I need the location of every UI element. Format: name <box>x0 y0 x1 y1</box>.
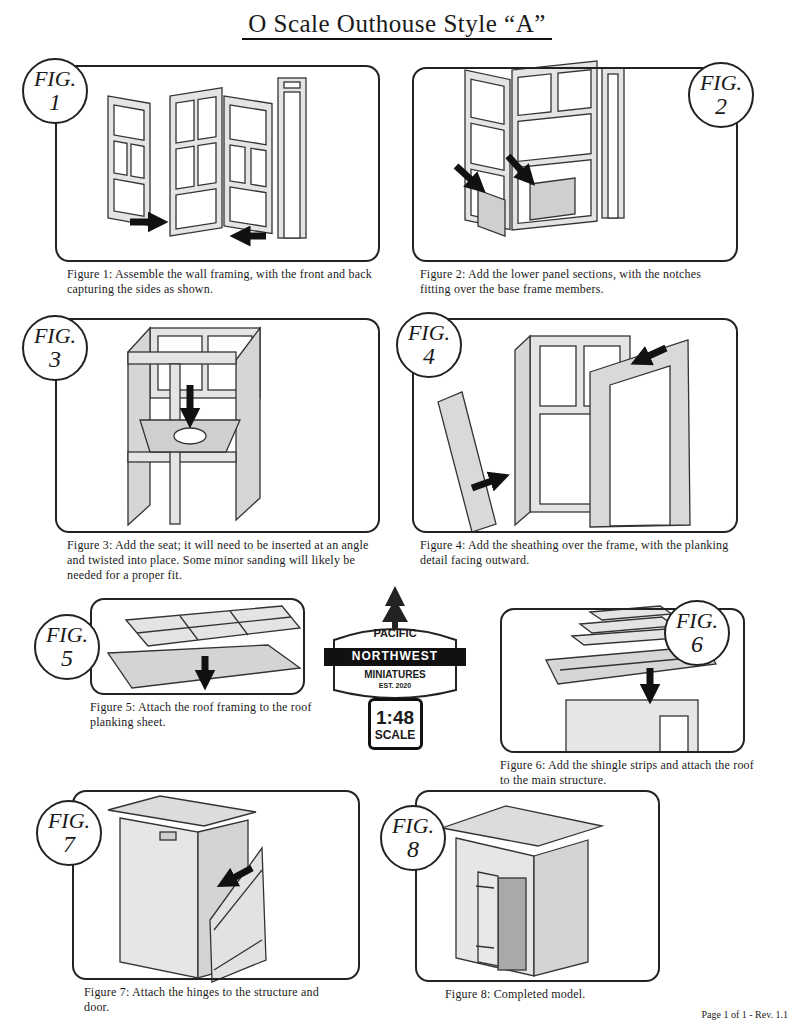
figure-caption: Figure 3: Add the seat; it will need to … <box>67 538 372 583</box>
figure-number: 4 <box>423 344 435 368</box>
page-footer: Page 1 of 1 - Rev. 1.1 <box>640 1008 788 1021</box>
figure-caption: Figure 2: Add the lower panel sections, … <box>420 267 730 297</box>
figure-number-circle: FIG.5 <box>34 614 100 680</box>
logo-word: NORTHWEST <box>326 649 464 664</box>
figure-number-circle: FIG.4 <box>396 312 462 378</box>
figure-caption: Figure 5: Attach the roof framing to the… <box>90 700 322 730</box>
figure-word: FIG. <box>46 624 88 646</box>
figure-word: FIG. <box>408 322 450 344</box>
figure-panel: Figure 3: Add the seat; it will need to … <box>55 318 380 533</box>
figure-caption: Figure 4: Add the sheathing over the fra… <box>420 538 730 568</box>
figure-number-circle: FIG.7 <box>36 800 102 866</box>
figure-number-circle: FIG.8 <box>380 805 446 871</box>
figure-number: 2 <box>715 94 727 118</box>
figure-number: 6 <box>691 632 703 656</box>
figure-panel: Figure 7: Attach the hinges to the struc… <box>72 790 360 980</box>
figure-number: 1 <box>49 90 61 114</box>
scale-ratio: 1:48 <box>376 707 414 728</box>
figure-number: 8 <box>407 837 419 861</box>
figure-panel: Figure 4: Add the sheathing over the fra… <box>412 318 738 533</box>
figure-word: FIG. <box>34 68 76 90</box>
logo-established: EST. 2020 <box>330 681 460 691</box>
figure-panel: Figure 5: Attach the roof framing to the… <box>90 598 305 695</box>
figure-number-circle: FIG.1 <box>22 58 88 124</box>
figure-number-circle: FIG.2 <box>688 62 754 128</box>
figure-panel: Figure 6: Add the shingle strips and att… <box>500 608 745 753</box>
figure-number: 3 <box>49 347 61 371</box>
figure-number-circle: FIG.3 <box>22 315 88 381</box>
figure-caption: Figure 8: Completed model. <box>445 987 670 1002</box>
figure-caption: Figure 6: Add the shingle strips and att… <box>500 758 762 788</box>
figure-word: FIG. <box>676 610 718 632</box>
title: O Scale Outhouse Style “A” <box>242 10 552 40</box>
figure-word: FIG. <box>48 810 90 832</box>
figure-number: 7 <box>63 832 75 856</box>
title-wrap: O Scale Outhouse Style “A” <box>0 10 794 38</box>
figure-number-circle: FIG.6 <box>664 600 730 666</box>
figure-word: FIG. <box>392 815 434 837</box>
figure-word: FIG. <box>700 72 742 94</box>
scale-badge: 1:48SCALE <box>368 698 423 750</box>
figure-caption: Figure 1: Assemble the wall framing, wit… <box>67 267 372 297</box>
figure-caption: Figure 7: Attach the hinges to the struc… <box>84 985 346 1015</box>
figure-word: FIG. <box>34 325 76 347</box>
logo-word: PACIFIC <box>330 626 460 640</box>
figure-number: 5 <box>61 646 73 670</box>
figure-panel: Figure 8: Completed model.FIG.8 <box>415 790 660 982</box>
figure-panel: Figure 2: Add the lower panel sections, … <box>412 67 738 262</box>
scale-word: SCALE <box>375 728 416 742</box>
figure-panel: Figure 1: Assemble the wall framing, wit… <box>55 65 380 262</box>
logo-word: MINIATURES <box>330 668 460 681</box>
